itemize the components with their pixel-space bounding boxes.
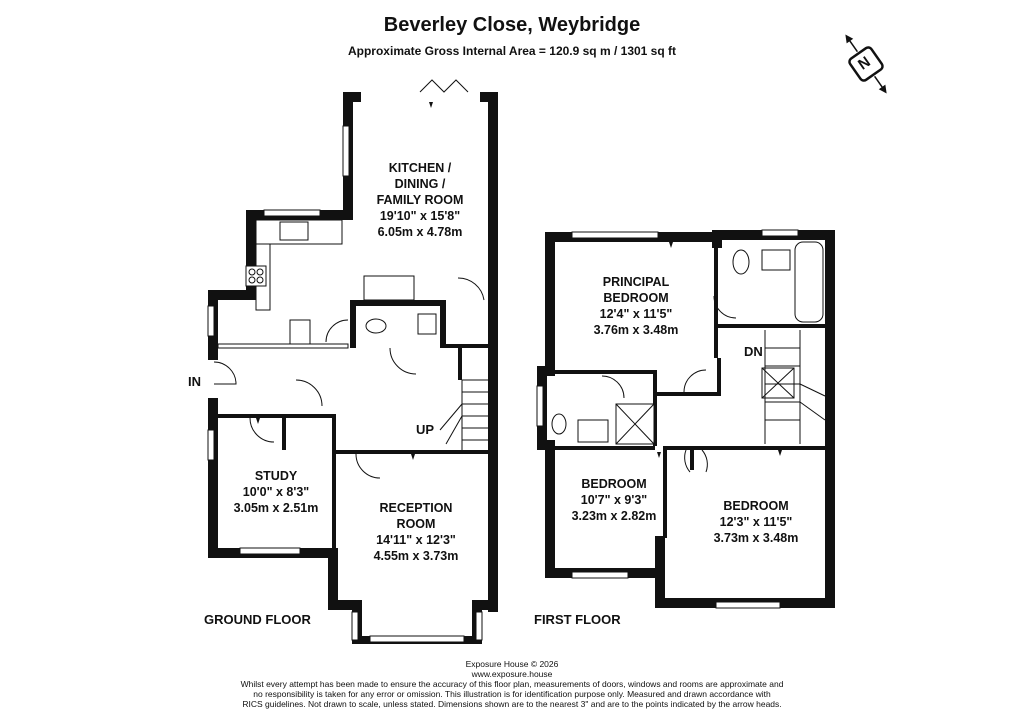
room-kitchen-dining-family: KITCHEN / DINING / FAMILY ROOM 19'10" x … <box>352 160 488 240</box>
footer-disclaimer-line: RICS guidelines. Not drawn to scale, unl… <box>242 699 782 709</box>
room-name-line: BEDROOM <box>723 499 789 513</box>
room-name-line: DINING / <box>394 177 446 191</box>
room-name-line: ROOM <box>396 517 436 531</box>
footer-disclaimer-line: Whilst every attempt has been made to en… <box>240 679 784 689</box>
stairs-down-label: DN <box>744 344 763 359</box>
room-principal-bedroom: PRINCIPAL BEDROOM 12'4" x 11'5" 3.76m x … <box>566 274 706 338</box>
floorplan-title: Beverley Close, Weybridge <box>383 14 641 36</box>
room-dimensions-imperial: 12'3" x 11'5" <box>719 515 793 529</box>
compass-icon <box>845 34 887 94</box>
room-name-line: BEDROOM <box>603 291 669 305</box>
ground-floor-windows-doors <box>207 79 488 643</box>
gross-area-subtitle: Approximate Gross Internal Area = 120.9 … <box>347 44 677 58</box>
room-reception: RECEPTION ROOM 14'11" x 12'3" 4.55m x 3.… <box>348 500 484 564</box>
room-dimensions-imperial: 14'11" x 12'3" <box>376 533 456 547</box>
room-dimensions-imperial: 12'4" x 11'5" <box>599 307 673 321</box>
entrance-label: IN <box>188 374 201 389</box>
room-dimensions-metric: 3.73m x 3.48m <box>713 531 799 545</box>
footer-website: www.exposure.house <box>471 669 553 679</box>
room-study: STUDY 10'0" x 8'3" 3.05m x 2.51m <box>220 468 332 516</box>
room-dimensions-metric: 3.23m x 2.82m <box>571 509 657 523</box>
room-name-line: BEDROOM <box>581 477 647 491</box>
footer-company: Exposure House © 2026 <box>465 659 559 669</box>
room-dimensions-metric: 3.05m x 2.51m <box>233 501 319 515</box>
stairs-up-label: UP <box>416 422 435 437</box>
room-dimensions-imperial: 10'0" x 8'3" <box>242 485 310 499</box>
room-name-line: PRINCIPAL <box>602 275 670 289</box>
room-name-line: RECEPTION <box>379 501 453 515</box>
room-dimensions-imperial: 10'7" x 9'3" <box>580 493 648 507</box>
room-name-line: STUDY <box>254 469 298 483</box>
room-dimensions-metric: 6.05m x 4.78m <box>377 225 463 239</box>
footer-disclaimer-line: no responsibility is taken for any error… <box>253 689 771 699</box>
room-dimensions-imperial: 19'10" x 15'8" <box>379 209 461 223</box>
room-dimensions-metric: 4.55m x 3.73m <box>373 549 459 563</box>
footer: Exposure House © 2026 www.exposure.house… <box>200 659 824 709</box>
first-floor-windows-doors <box>536 229 826 609</box>
ground-floor-label: GROUND FLOOR <box>204 612 311 627</box>
room-dimensions-metric: 3.76m x 3.48m <box>593 323 679 337</box>
room-bedroom-2: BEDROOM 10'7" x 9'3" 3.23m x 2.82m <box>562 476 666 524</box>
room-name-line: FAMILY ROOM <box>376 193 464 207</box>
room-name-line: KITCHEN / <box>388 161 452 175</box>
room-bedroom-3: BEDROOM 12'3" x 11'5" 3.73m x 3.48m <box>696 498 816 546</box>
first-floor-label: FIRST FLOOR <box>534 612 621 627</box>
